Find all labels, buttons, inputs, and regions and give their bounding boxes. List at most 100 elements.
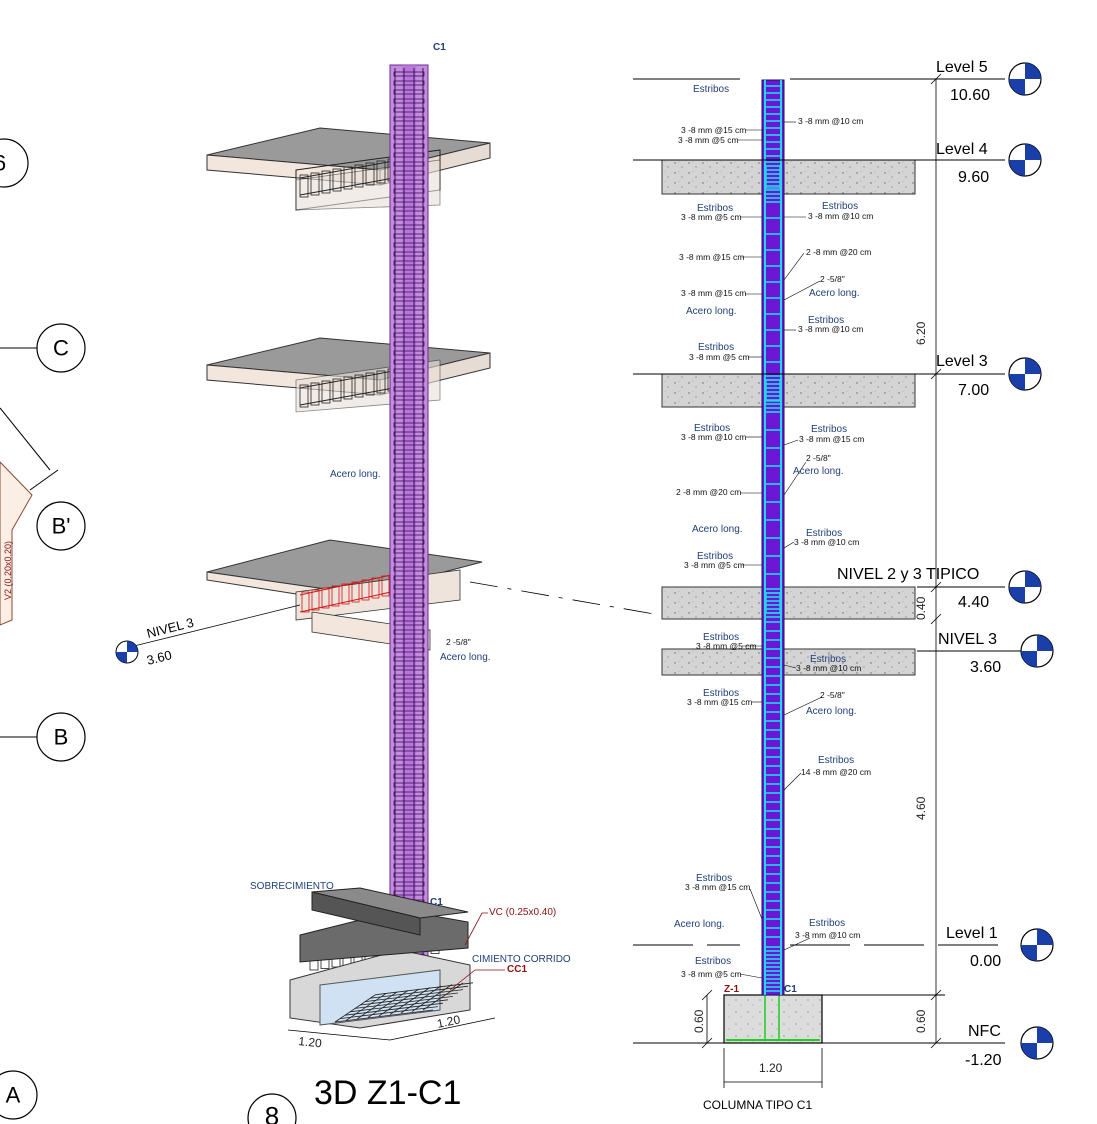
- column-stirrups: [765, 85, 781, 992]
- column-tie: [393, 458, 425, 464]
- beam-stirrup-red: [311, 589, 320, 611]
- column-tie: [393, 881, 425, 887]
- column-tie: [393, 791, 425, 797]
- nivel-2-3-value: 4.40: [958, 594, 989, 611]
- column-tie: [393, 98, 425, 104]
- column-tie: [393, 620, 425, 626]
- slab-level-3: [661, 373, 916, 408]
- annot-31: 3 -8 mm @5 cm: [696, 641, 757, 651]
- column-tie: [393, 305, 425, 311]
- column-tie: [393, 674, 425, 680]
- dim-0-60-left: 0.60: [692, 1009, 706, 1033]
- column-tag-elevation: C1: [784, 984, 797, 995]
- mesh-bar: [344, 1002, 444, 1016]
- level-marker-fill: [1037, 1027, 1053, 1043]
- column-tie: [393, 692, 425, 698]
- column-tie: [393, 710, 425, 716]
- column-tie: [393, 530, 425, 536]
- column-tie: [393, 395, 425, 401]
- column-tie: [393, 647, 425, 653]
- annot-38: Estribos: [818, 755, 854, 766]
- annot-45: Estribos: [695, 956, 731, 967]
- label-bar-3d: 2 -5/8": [446, 637, 471, 647]
- column-tie: [393, 341, 425, 347]
- column-tie: [393, 143, 425, 149]
- mesh-bar: [349, 999, 449, 1013]
- footing-tag: Z-1: [724, 984, 739, 995]
- column-tie: [393, 764, 425, 770]
- column-tie: [393, 854, 425, 860]
- beam-bar-red: [299, 572, 401, 596]
- footing-z1: [723, 994, 823, 1044]
- annot-4: Estribos: [697, 203, 733, 214]
- level-marker-fill: [1009, 160, 1025, 176]
- beam-stirrup: [332, 378, 342, 402]
- level-marker-fill: [1009, 587, 1025, 603]
- column-tie: [393, 539, 425, 545]
- annot-0: Estribos: [693, 84, 729, 95]
- mesh-bar: [354, 996, 454, 1009]
- label-vc: VC (0.25x0.40): [489, 907, 556, 918]
- annot-14: Estribos: [808, 315, 844, 326]
- level-lines: [633, 78, 1030, 1044]
- annot-10: 2 -5/8": [820, 274, 845, 284]
- column-tie: [393, 719, 425, 725]
- mesh-bar: [364, 989, 464, 1002]
- beam-stirrup: [310, 172, 320, 196]
- footing-mesh-3d: [334, 982, 474, 1023]
- annot-41: 3 -8 mm @15 cm: [685, 882, 750, 892]
- annot-1: 3 -8 mm @10 cm: [798, 116, 863, 126]
- annot-35: 3 -8 mm @15 cm: [687, 697, 752, 707]
- partial-wall-plan: V2 (0.20x0.20): [0, 407, 59, 626]
- column-tie: [393, 224, 425, 230]
- column-tie: [393, 125, 425, 131]
- nfc-value: -1.20: [965, 1052, 1002, 1069]
- column-tie: [393, 350, 425, 356]
- footing-3d: [289, 887, 474, 1029]
- level-4-name: Level 4: [936, 141, 988, 158]
- column-tie: [393, 89, 425, 95]
- annot-12: Acero long.: [809, 288, 860, 299]
- joint-box: [765, 165, 781, 189]
- grid-marker-a-circle: [0, 1070, 38, 1120]
- column-tie: [393, 377, 425, 383]
- slab-nivel-3: [661, 648, 916, 676]
- column-tie: [393, 260, 425, 266]
- grid-marker-b-prime-circle: [36, 501, 86, 551]
- annot-29: 3 -8 mm @5 cm: [684, 560, 745, 570]
- annot-25: Acero long.: [692, 524, 743, 535]
- footing-width: 1.20: [759, 1061, 783, 1075]
- column-tie: [393, 800, 425, 806]
- view-3d: C1 C1 Acero long. 2 -5/8" Acero long. SO…: [115, 42, 661, 1112]
- column-tie: [393, 557, 425, 563]
- column-tie: [393, 467, 425, 473]
- nivel-3-name: NIVEL 3: [938, 631, 997, 648]
- column-tie: [393, 872, 425, 878]
- column-tie: [393, 611, 425, 617]
- column-tie: [393, 836, 425, 842]
- level-marker-fill: [1025, 144, 1041, 160]
- beam-stirrup-red: [331, 585, 340, 607]
- column-tie: [393, 638, 425, 644]
- annot-2: 3 -8 mm @15 cm: [681, 125, 746, 135]
- column-tie: [393, 206, 425, 212]
- level-marker-fill: [1021, 945, 1037, 961]
- column-tie: [393, 890, 425, 896]
- column-tie: [393, 80, 425, 86]
- beam-stirrup: [343, 166, 353, 190]
- annot-18: Estribos: [694, 423, 730, 434]
- column-tie: [393, 485, 425, 491]
- column-tie: [393, 701, 425, 707]
- label-sobrecimiento: SOBRECIMIENTO: [250, 881, 334, 892]
- level-marker-fill: [1037, 929, 1053, 945]
- mesh-bar: [378, 988, 420, 1017]
- beam-stirrup: [299, 384, 309, 408]
- level-4-value: 9.60: [958, 169, 989, 186]
- grid-marker-6-circle: [0, 138, 29, 188]
- beam-stirrup-red: [351, 581, 360, 603]
- level-5-name: Level 5: [936, 59, 988, 76]
- beam-stirrup-red: [361, 579, 370, 601]
- annot-22: 2 -5/8": [806, 453, 831, 463]
- column-tie: [393, 404, 425, 410]
- column-tie: [393, 476, 425, 482]
